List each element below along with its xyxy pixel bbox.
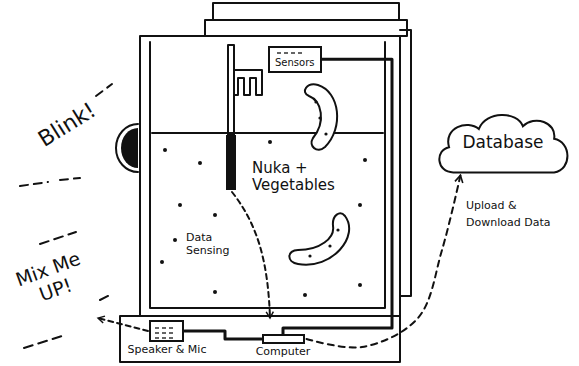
drawing-stroke <box>268 140 272 144</box>
database-cloud: Database <box>432 108 574 178</box>
pot-body <box>140 36 400 316</box>
probe-tip <box>226 135 236 190</box>
grill-dash <box>291 52 295 53</box>
drawing-stroke <box>336 228 339 231</box>
grill-dash <box>162 332 166 333</box>
drawing-stroke <box>173 238 177 242</box>
sensor-box: Sensors <box>268 46 322 73</box>
drawing-stroke <box>324 132 327 135</box>
pot-side-wall <box>400 30 411 296</box>
lid-rim <box>205 20 407 36</box>
probe-stem <box>228 45 234 135</box>
box-outline <box>262 334 305 344</box>
grill-dash <box>298 52 302 53</box>
grill-dash <box>277 52 281 53</box>
sensing-label: Data Sensing <box>186 232 246 257</box>
grill-dash <box>169 332 173 333</box>
label-wrap: Blink! <box>22 90 112 159</box>
speaker-wire <box>184 331 261 339</box>
blink-callout: Blink! <box>34 97 101 152</box>
probe-comb <box>234 70 262 95</box>
nuka-dots <box>160 100 367 297</box>
drawing-stroke <box>20 3 411 362</box>
edge-label-wrap: Upload & Download Data <box>466 198 564 231</box>
drawing-stroke <box>163 148 167 152</box>
blink-marks <box>20 84 112 186</box>
drawing-stroke <box>213 213 217 217</box>
drawing-stroke <box>314 100 317 103</box>
cucumber <box>289 213 349 264</box>
drawing-stroke <box>318 116 321 119</box>
sensing-arrow <box>232 192 270 318</box>
drawing-stroke <box>363 158 367 162</box>
eye-outline <box>116 124 138 172</box>
cloud-path <box>439 115 567 172</box>
grill-dash <box>284 52 288 53</box>
grill-dash <box>155 332 159 333</box>
drawing-stroke <box>303 293 307 297</box>
grill-dash <box>155 337 159 338</box>
grill-dash <box>169 337 173 338</box>
nuka-surface <box>152 132 383 134</box>
mix-callout: Mix Me UP! <box>5 245 99 315</box>
drawing-stroke <box>198 161 202 165</box>
grill-dash <box>162 337 166 338</box>
mix-arrow <box>98 318 148 331</box>
inner-container <box>150 42 385 308</box>
drawing-stroke <box>328 244 331 247</box>
node-label: Computer <box>256 346 311 359</box>
node-label: Speaker & Mic <box>128 344 207 357</box>
edge-label: Upload & Download Data <box>466 198 564 231</box>
cucumber <box>305 84 337 149</box>
drawing-stroke <box>308 254 311 257</box>
lid-top <box>213 3 399 20</box>
contents-label: Nuka + Vegetables <box>252 160 352 195</box>
speaker-box: Speaker & Mic <box>128 320 207 357</box>
grill-marks <box>275 50 309 57</box>
drawing-stroke <box>160 260 164 264</box>
base-housing <box>120 316 400 362</box>
node-label: Sensors <box>275 57 315 69</box>
drawing-stroke <box>213 290 217 294</box>
node-label: Database <box>462 133 543 153</box>
drawing-stroke <box>358 283 362 287</box>
drawing-stroke <box>358 203 362 207</box>
data-sync-arrow <box>307 175 461 347</box>
eye-pupil <box>121 128 138 168</box>
computer-box: Computer <box>256 334 311 359</box>
label-wrap: Mix Me UP! <box>5 245 99 315</box>
label-wrap: Nuka + Vegetables <box>252 160 352 195</box>
sensor-wire <box>283 59 392 334</box>
grill-marks <box>153 325 180 342</box>
grill-dash <box>169 327 173 328</box>
box-outline <box>149 320 184 342</box>
drawing-stroke <box>178 203 182 207</box>
label-wrap: Data Sensing <box>186 232 246 258</box>
grill-dash <box>162 327 166 328</box>
grill-dash <box>155 327 159 328</box>
